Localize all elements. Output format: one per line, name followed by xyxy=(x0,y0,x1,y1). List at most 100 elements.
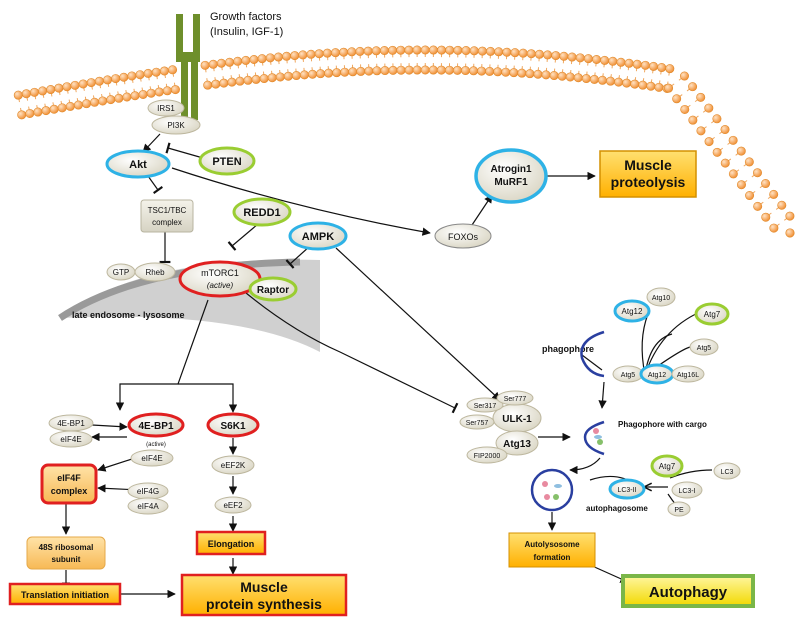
murf1-label: MuRF1 xyxy=(494,177,528,188)
pi3k-node: PI3K xyxy=(151,115,201,135)
growth-factors-label: Growth factors xyxy=(210,11,282,23)
redd1-label: REDD1 xyxy=(243,207,280,219)
tsc-label-1: TSC1/TBC xyxy=(148,206,187,215)
atg16l-label: Atg16L xyxy=(677,372,699,379)
eif4e-node-bound: eIF4E xyxy=(49,430,93,448)
ser317-label: Ser317 xyxy=(474,403,497,410)
atg10-label: Atg10 xyxy=(652,295,670,302)
mtorc1-node: mTORC1 (active) xyxy=(178,260,262,298)
atrogin1-label: Atrogin1 xyxy=(490,164,532,175)
pe-label: PE xyxy=(674,507,684,514)
eif4f-label-1: eIF4F xyxy=(57,473,81,483)
gtp-label: GTP xyxy=(113,268,129,277)
foxos-label: FOXOs xyxy=(448,232,479,242)
4ebp1-active-label: 4E-BP1 xyxy=(138,421,173,432)
autophagosome-shape xyxy=(530,468,574,512)
mps-label-2: protein synthesis xyxy=(206,596,322,612)
atg13-label: Atg13 xyxy=(503,439,531,450)
growth-factor-receptor xyxy=(176,14,200,120)
eif4f-complex-box: eIF4F complex xyxy=(40,463,98,505)
ulk1-label: ULK-1 xyxy=(502,414,532,425)
rheb-label: Rheb xyxy=(145,268,165,277)
eif4e-bound-label: eIF4E xyxy=(60,435,81,444)
pathway-arrows xyxy=(61,133,713,599)
proteolysis-label-2: proteolysis xyxy=(611,174,686,190)
ribosomal-label-2: subunit xyxy=(52,555,81,564)
atg7-node-a: Atg7 xyxy=(694,302,730,326)
4ebp1-node: 4E-BP1 xyxy=(48,414,94,432)
gtp-node: GTP xyxy=(106,263,136,281)
atg5-b-label: Atg5 xyxy=(621,372,636,379)
autolysosome-label-1: Autolysosome xyxy=(524,540,580,549)
irs1-node: IRS1 xyxy=(147,99,185,117)
foxos-node: FOXOs xyxy=(434,223,492,249)
tsc-complex-node: TSC1/TBC complex xyxy=(140,199,194,233)
redd1-node: REDD1 xyxy=(232,197,292,227)
endosome-label: late endosome - lysosome xyxy=(72,310,185,320)
akt-node: Akt xyxy=(105,149,171,179)
rheb-node: Rheb xyxy=(134,262,176,282)
pten-node: PTEN xyxy=(198,146,256,176)
lc3-i-node: LC3-I xyxy=(671,481,703,499)
elongation-box: Elongation xyxy=(195,530,267,556)
atg5-atg12-atg16l-complex: Atg5 Atg12 Atg16L xyxy=(612,363,705,385)
pten-label: PTEN xyxy=(212,156,241,168)
atg7-b-label: Atg7 xyxy=(659,462,676,471)
4ebp1-active-state: (active) xyxy=(146,442,166,448)
eif4a-node: eIF4A xyxy=(127,497,169,515)
fip200-label: FIP2000 xyxy=(474,453,501,460)
muscle-proteolysis-box: Muscle proteolysis xyxy=(599,150,697,198)
eif4e-free-label: eIF4E xyxy=(141,454,162,463)
4ebp1-label: 4E-BP1 xyxy=(57,419,85,428)
cell-membrane xyxy=(13,45,795,238)
atg12-a-label: Atg12 xyxy=(622,307,643,316)
atg12-b-label: Atg12 xyxy=(648,372,666,379)
growth-factors-sub-label: (Insulin, IGF-1) xyxy=(210,26,283,38)
lc3-i-label: LC3-I xyxy=(678,488,695,495)
lc3-ii-label: LC3-II xyxy=(617,487,636,494)
phagophore-with-cargo xyxy=(583,420,605,456)
muscle-protein-synthesis-box: Muscle protein synthesis xyxy=(180,573,348,617)
atg7-a-label: Atg7 xyxy=(704,310,721,319)
translation-initiation-box: Translation initiation xyxy=(8,582,122,606)
eef2k-node: eEF2K xyxy=(211,455,255,475)
irs1-label: IRS1 xyxy=(157,104,175,113)
pi3k-label: PI3K xyxy=(167,121,185,130)
autophagosome-label: autophagosome xyxy=(586,504,648,513)
48s-ribosomal-subunit-box: 48S ribosomal subunit xyxy=(26,536,106,570)
lc3-ii-node: LC3-II xyxy=(608,478,646,500)
eif4g-label: eIF4G xyxy=(137,487,159,496)
proteolysis-label-1: Muscle xyxy=(624,157,672,173)
4ebp1-active-node: 4E-BP1 xyxy=(127,412,185,438)
tsc-label-2: complex xyxy=(152,218,182,227)
lc3-label: LC3 xyxy=(721,469,734,476)
ampk-node: AMPK xyxy=(288,221,348,251)
atg5-node-a: Atg5 xyxy=(689,338,719,356)
lc3-node: LC3 xyxy=(713,462,741,480)
ulk1-complex: ULK-1 Ser317 Ser777 Ser757 Atg13 FIP2000 xyxy=(459,390,542,464)
phagophore-cargo-label: Phagophore with cargo xyxy=(618,420,707,429)
atg7-node-b: Atg7 xyxy=(650,454,684,478)
pe-node: PE xyxy=(667,501,691,517)
ser777-label: Ser777 xyxy=(504,396,527,403)
atg12-node-a: Atg12 xyxy=(613,299,651,323)
autolysosome-label-2: formation xyxy=(534,553,571,562)
eif4g-node: eIF4G xyxy=(127,482,169,500)
autolysosome-formation-box: Autolysosome formation xyxy=(508,532,596,568)
eif4e-node-free: eIF4E xyxy=(130,449,174,467)
eif4f-label-2: complex xyxy=(51,486,88,496)
atg5-a-label: Atg5 xyxy=(697,345,712,352)
eef2-node: eEF2 xyxy=(214,496,252,514)
atg10-node: Atg10 xyxy=(646,287,676,307)
eef2-label: eEF2 xyxy=(223,501,243,510)
akt-label: Akt xyxy=(129,159,147,171)
raptor-node: Raptor xyxy=(248,276,298,302)
eif4a-label: eIF4A xyxy=(137,502,159,511)
raptor-label: Raptor xyxy=(257,285,289,296)
ampk-label: AMPK xyxy=(302,231,334,243)
translation-initiation-label: Translation initiation xyxy=(21,590,109,600)
mtorc1-label: mTORC1 xyxy=(201,268,239,278)
mtorc1-state: (active) xyxy=(207,281,234,290)
mps-label-1: Muscle xyxy=(240,579,288,595)
